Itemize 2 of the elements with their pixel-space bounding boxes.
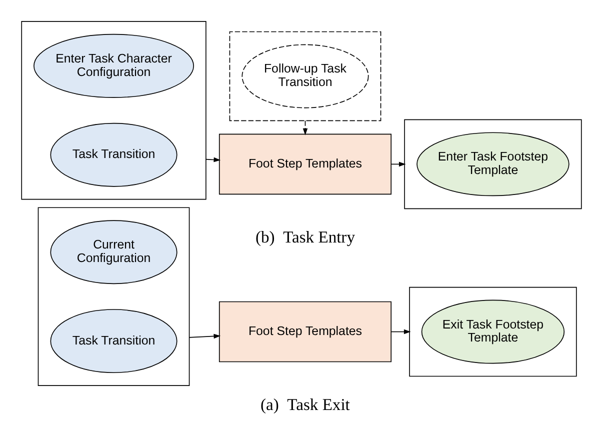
label: (a) Task Exit (260, 394, 350, 414)
label: (b) Task Entry (254, 227, 354, 246)
